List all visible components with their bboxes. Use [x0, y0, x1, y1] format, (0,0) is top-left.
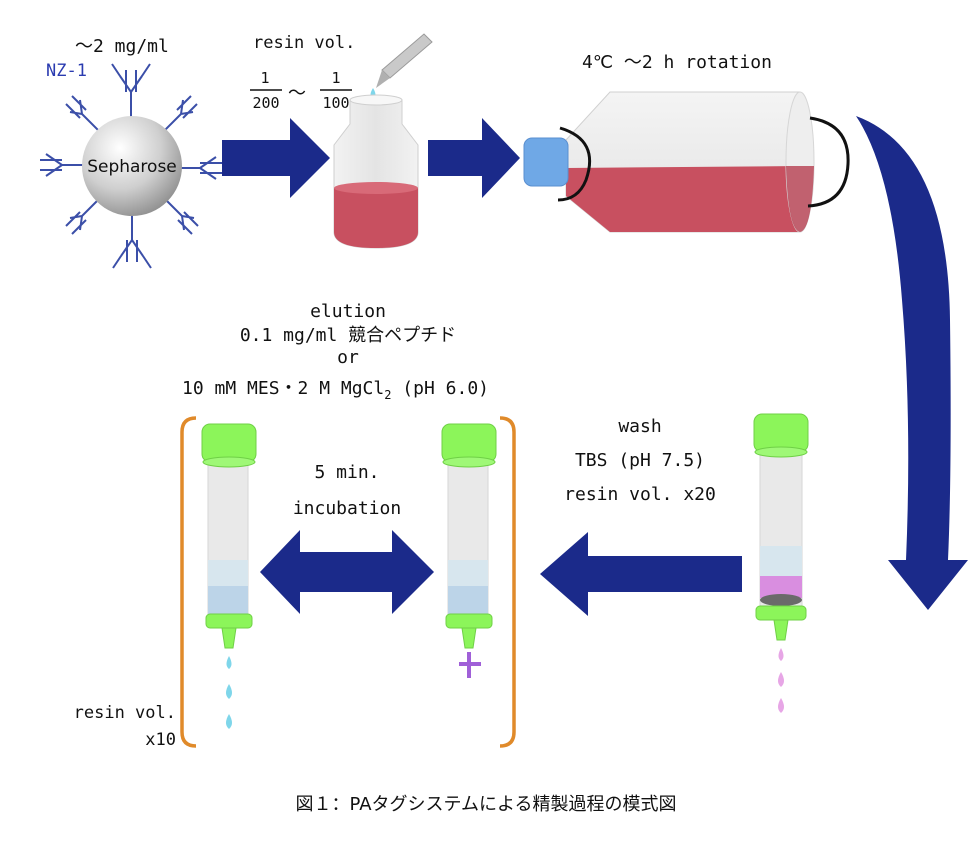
right-bracket [499, 416, 516, 748]
wash-buffer: TBS (pH 7.5) [575, 450, 705, 471]
wash-drops [778, 648, 784, 713]
elute-volume-line2: x10 [145, 730, 176, 750]
elution-title: elution [310, 301, 386, 322]
elution-or: or [337, 347, 359, 368]
sepharose-label: Sepharose [87, 157, 177, 177]
arrow-right-1 [222, 118, 330, 198]
double-arrow [260, 530, 434, 614]
rotation-bottle: 4℃ ～2 h rotation [523, 52, 850, 233]
resin-vol-title: resin vol. [253, 33, 355, 53]
elute-drops [226, 656, 232, 729]
elution-line4: 10 mM MES・2 M MgCl2 (pH 6.0) [182, 378, 489, 402]
elute-volume-line1: resin vol. [74, 703, 176, 723]
fraction-tilde: ～ [288, 83, 306, 104]
incubation-group: 5 min. incubation [260, 462, 434, 614]
curved-arrow-down [856, 116, 968, 610]
column-resin-pink [760, 576, 802, 598]
column-cap [201, 423, 257, 463]
elution-line4-tail: (pH 6.0) [391, 378, 489, 399]
elution-line4-main: 10 mM MES・2 M MgCl [182, 378, 384, 399]
elution-text-group: elution 0.1 mg/ml 競合ペプチド or 10 mM MES・2 … [182, 301, 489, 402]
incubation-line2: incubation [293, 498, 401, 519]
nz-name-label: NZ-1 [46, 61, 87, 81]
wash-group: wash TBS (pH 7.5) resin vol. x20 [540, 416, 742, 616]
arrow-right-2 [428, 118, 520, 198]
column-wash [753, 413, 809, 713]
bottle-liquid [566, 166, 800, 232]
column-elution-left [201, 423, 257, 729]
rotation-label: 4℃ ～2 h rotation [582, 52, 772, 73]
resin-fraction-group: resin vol. 1 200 ～ 1 100 [250, 33, 355, 112]
fraction1-numerator: 1 [260, 69, 269, 87]
fraction1-denominator: 200 [252, 94, 279, 112]
incubation-line1: 5 min. [314, 462, 379, 483]
rotation-arrow-right-icon [807, 116, 850, 208]
fraction2-denominator: 100 [322, 94, 349, 112]
arrow-left-wash [540, 532, 742, 616]
figure-caption: 図１：PAタグシステムによる精製過程の模式図 [296, 794, 677, 815]
left-bracket [180, 416, 197, 748]
stopcock-closed-icon [459, 652, 481, 678]
elution-line4-sub: 2 [384, 388, 391, 402]
sample-liquid [334, 188, 418, 248]
fraction2-numerator: 1 [331, 69, 340, 87]
elution-line2: 0.1 mg/ml 競合ペプチド [240, 325, 456, 346]
sepharose-bead [82, 116, 182, 216]
antibody-icons [40, 63, 222, 269]
column-elution-right [441, 423, 497, 678]
sepharose-bead-group: Sepharose ～2 mg/ml NZ-1 [40, 36, 222, 269]
wash-volume: resin vol. x20 [564, 484, 716, 505]
nz-concentration-label: ～2 mg/ml [75, 36, 169, 57]
wash-title: wash [618, 416, 661, 437]
bottle-cap [523, 137, 569, 187]
sample-tube [333, 94, 419, 249]
rotation-arrow-left-icon [557, 126, 592, 202]
